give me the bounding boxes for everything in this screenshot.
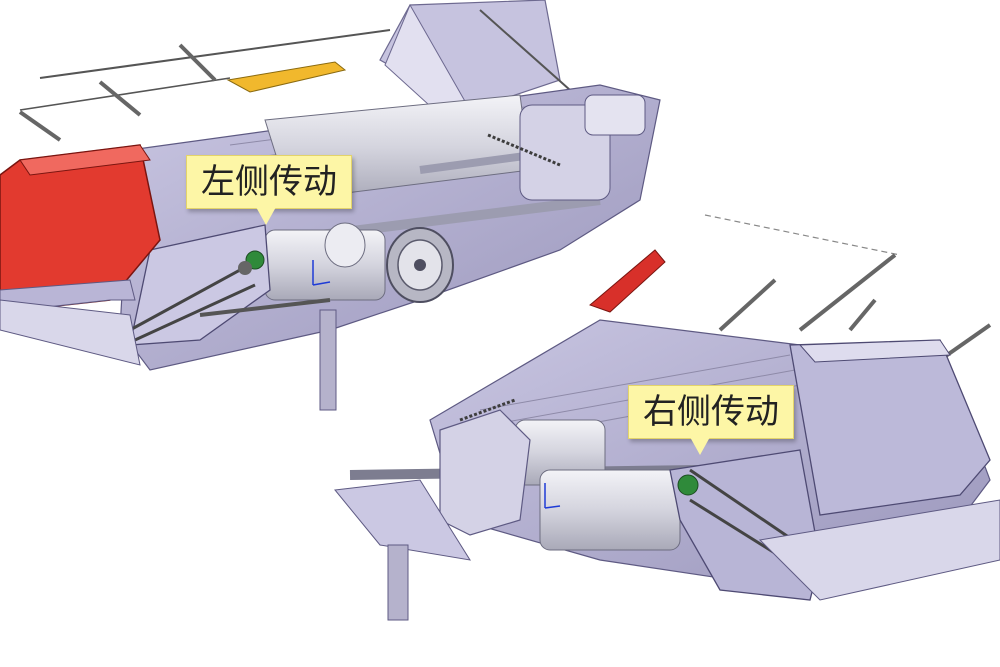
left-red-hopper-top: [19, 144, 151, 176]
callout-left-drive-pointer: [256, 207, 276, 225]
right-sprocket: [677, 474, 699, 496]
coordinate-axis-icon: [312, 260, 331, 286]
right-gearbox: [439, 409, 531, 536]
left-idler: [238, 261, 252, 275]
pulley-icon: [386, 227, 454, 303]
left-bottom-frame: [0, 299, 141, 366]
left-red-hopper-base: [0, 279, 136, 311]
right-lever: [798, 253, 897, 332]
callout-right-drive-pointer: [690, 437, 710, 455]
left-top-rail: [39, 29, 391, 79]
right-red-deflector: [589, 249, 666, 313]
right-leg: [387, 544, 409, 621]
left-yellow-deflector: [226, 61, 347, 93]
right-bottom-frame: [758, 499, 1000, 601]
left-rod: [19, 77, 231, 111]
left-chain: [487, 133, 561, 167]
coordinate-axis-icon: [544, 483, 561, 509]
left-lever: [98, 80, 142, 117]
callout-right-drive: 右侧传动: [628, 385, 794, 455]
callout-right-drive-label: 右侧传动: [628, 385, 794, 439]
left-rod: [479, 9, 571, 91]
left-roller-end: [324, 222, 366, 268]
callout-left-drive-label: 左侧传动: [186, 155, 352, 209]
left-lower-rod: [199, 298, 331, 317]
left-gearbox-cover: [584, 94, 646, 136]
right-lever: [718, 278, 777, 332]
right-box-hopper: [789, 339, 991, 516]
right-box-hopper-top: [798, 339, 951, 363]
left-leg: [319, 309, 337, 411]
left-lever: [18, 110, 62, 142]
callout-left-drive: 左侧传动: [186, 155, 352, 225]
right-lever: [848, 298, 877, 332]
left-lever: [178, 43, 217, 82]
right-top-rail: [704, 214, 901, 256]
left-belt: [134, 283, 256, 342]
right-assembly: [334, 214, 1000, 621]
right-lower-roller: [539, 469, 681, 551]
right-left-chute: [334, 479, 472, 561]
